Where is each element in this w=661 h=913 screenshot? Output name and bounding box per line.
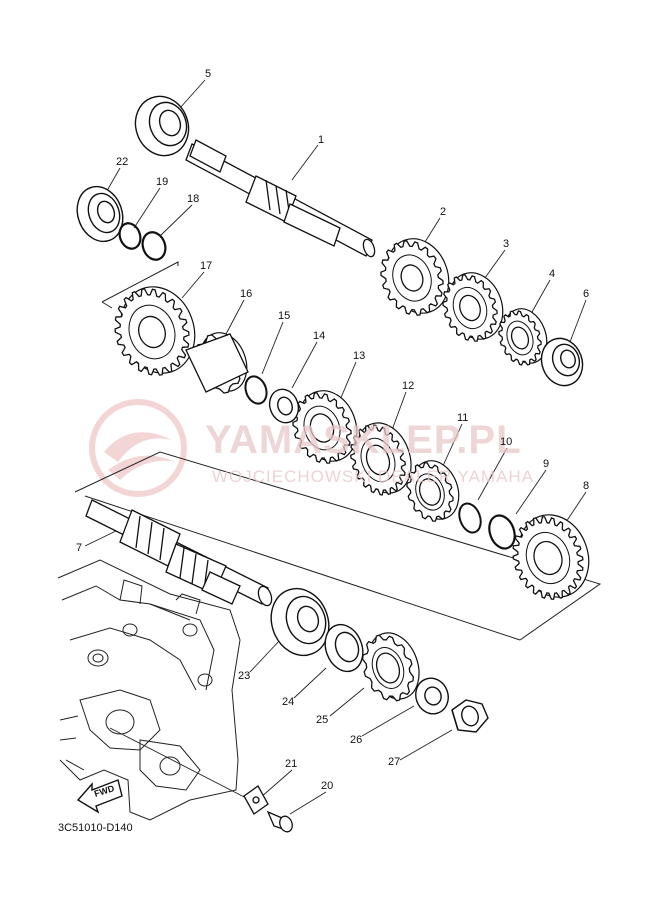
drive-axle-7 [85,499,273,607]
callout-16: 16 [240,288,253,300]
callout-25: 25 [316,714,329,726]
callout-13: 13 [353,350,366,362]
callout-3: 3 [503,238,510,250]
watermark-subtitle: WOJCIECHOWSKI DEALER YAMAHA [212,467,535,486]
bearing-22 [76,185,124,243]
lock-washer-26 [415,677,449,715]
main-axle-1 [185,139,376,258]
screw-20 [266,810,293,833]
oil-seal-24 [324,623,364,673]
bearing-23 [270,587,330,657]
bearing-5 [134,95,190,157]
gear-17 [114,286,196,376]
gear-13 [292,390,358,464]
assembly-outline-upper [101,261,179,309]
washer-9 [488,514,516,550]
callout-2: 2 [440,206,447,218]
callout-27: 27 [388,756,401,768]
callout-6: 6 [583,288,590,300]
callout-12: 12 [402,380,415,392]
washer-18 [141,231,167,261]
callout-20: 20 [321,780,334,792]
callout-4: 4 [549,268,556,280]
watermark-brand: YAMASKLEP.PL [205,418,522,462]
callout-14: 14 [313,330,326,342]
plate-21 [243,785,269,815]
gears-group [114,238,590,702]
watermark-logo-icon [89,399,187,497]
nut-27 [451,699,489,733]
assembly-outline-lower [74,451,602,641]
callout-18: 18 [187,193,200,205]
diagram-code: 3C51010-D140 [58,822,133,834]
callout-17: 17 [200,260,213,272]
circlip-15 [244,375,268,405]
gear-16-body [185,333,249,393]
callout-19: 19 [156,176,169,188]
callout-7: 7 [76,542,83,554]
callout-10: 10 [500,436,513,448]
callout-15: 15 [278,310,291,322]
washer-14 [268,388,300,424]
gear-11 [406,460,460,522]
circlip-10 [458,502,482,534]
gear-8 [512,514,590,600]
callout-23: 23 [238,670,251,682]
bearing-6 [540,337,584,387]
gear-3 [442,272,504,342]
callout-22: 22 [116,156,129,168]
callout-8: 8 [583,480,590,492]
circlip-19 [118,222,142,250]
gear-25 [361,632,420,702]
callout-11: 11 [457,412,469,424]
crankcase-outline [57,559,241,821]
gear-12 [350,422,412,496]
callout-9: 9 [543,458,550,470]
callout-24: 24 [282,696,295,708]
callout-26: 26 [350,734,363,746]
callout-21: 21 [285,758,298,770]
fwd-arrow-icon [76,779,123,814]
gear-2 [380,238,450,316]
callout-1: 1 [318,134,325,146]
callout-5: 5 [205,68,212,80]
gear-4 [498,308,548,366]
